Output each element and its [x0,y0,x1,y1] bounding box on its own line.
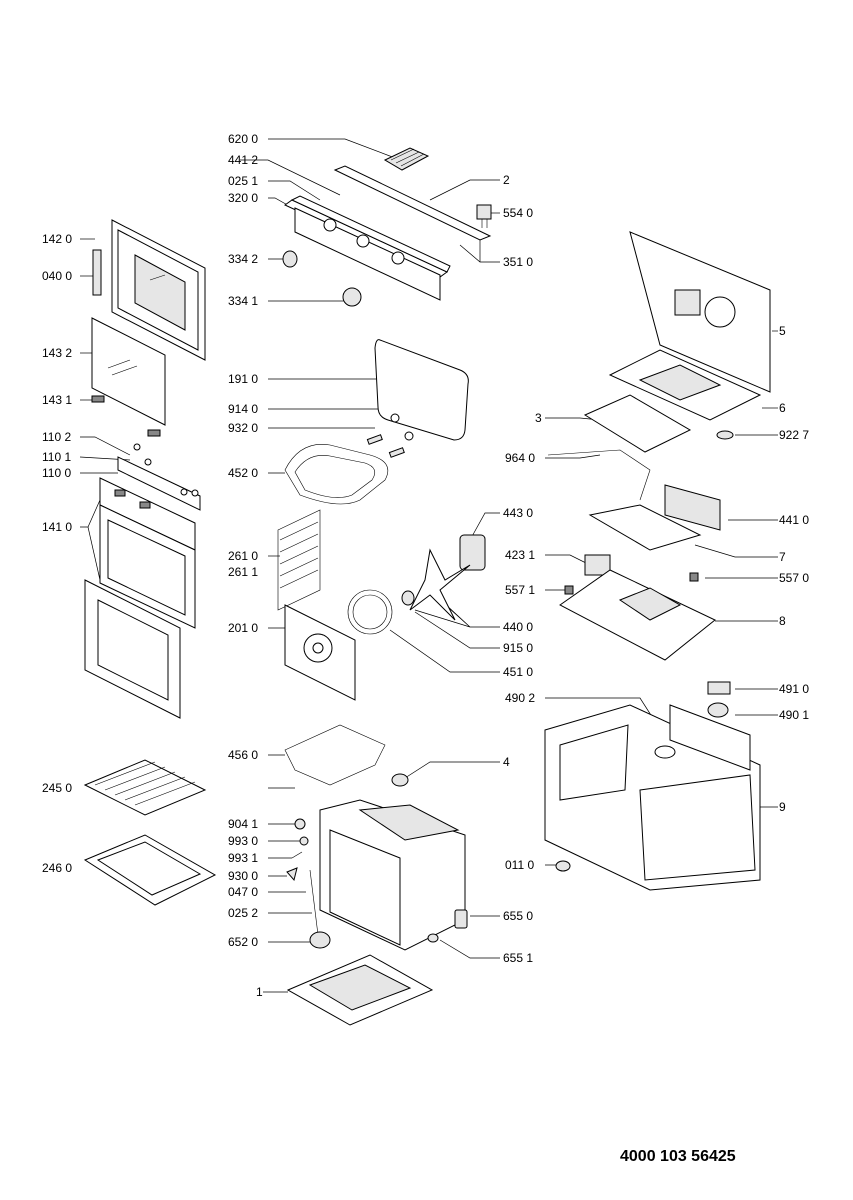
label-334-2: 334 2 [228,252,258,266]
label-993-1: 993 1 [228,851,258,865]
label-110-2: 110 2 [42,430,71,444]
label-201-0: 201 0 [228,621,258,635]
label-443-0: 443 0 [503,506,533,520]
label-025-1: 025 1 [228,174,258,188]
document-number: 4000 103 56425 [620,1148,736,1165]
label-452-0: 452 0 [228,466,258,480]
label-143-1: 143 1 [42,393,72,407]
label-456-0: 456 0 [228,748,258,762]
label-557-0: 557 0 [779,571,809,585]
label-142-0: 142 0 [42,232,72,246]
part-right-housing [547,231,771,661]
label-6: 6 [779,401,786,415]
label-922-7: 922 7 [779,428,809,442]
label-557-1: 557 1 [505,583,535,597]
label-040-0: 040 0 [42,269,72,283]
label-246-0: 246 0 [42,861,72,875]
label-110-1: 110 1 [42,450,71,464]
label-351-0: 351 0 [503,255,533,269]
label-320-0: 320 0 [228,191,258,205]
label-2: 2 [503,173,510,187]
label-932-0: 932 0 [228,421,258,435]
label-652-0: 652 0 [228,935,258,949]
label-7: 7 [779,550,786,564]
label-1: 1 [256,985,263,999]
label-423-1: 423 1 [505,548,535,562]
label-245-0: 245 0 [42,781,72,795]
label-141-0: 141 0 [42,520,72,534]
label-451-0: 451 0 [503,665,533,679]
part-oven-body [544,681,761,891]
label-904-1: 904 1 [228,817,258,831]
label-047-0: 047 0 [228,885,258,899]
label-9: 9 [779,800,786,814]
label-490-2: 490 2 [505,691,535,705]
label-4: 4 [503,755,510,769]
label-143-2: 143 2 [42,346,72,360]
label-441-0: 441 0 [779,513,809,527]
part-labels: 620 0 441 2 025 1 320 0 2 554 0 351 0 33… [42,132,809,999]
label-110-0: 110 0 [42,466,71,480]
label-5: 5 [779,324,786,338]
label-554-0: 554 0 [503,206,533,220]
part-racks-and-cavity [83,724,468,1026]
label-620-0: 620 0 [228,132,258,146]
label-8: 8 [779,614,786,628]
label-655-1: 655 1 [503,951,533,965]
label-441-2: 441 2 [228,153,258,167]
label-655-0: 655 0 [503,909,533,923]
part-door-assembly [84,219,206,719]
label-261-1: 261 1 [228,565,258,579]
label-915-0: 915 0 [503,641,533,655]
label-3: 3 [535,411,542,425]
label-191-0: 191 0 [228,372,258,386]
label-011-0: 011 0 [505,858,534,872]
label-491-0: 491 0 [779,682,809,696]
label-025-2: 025 2 [228,906,258,920]
label-914-0: 914 0 [228,402,258,416]
label-964-0: 964 0 [505,451,535,465]
label-930-0: 930 0 [228,869,258,883]
label-334-1: 334 1 [228,294,258,308]
label-490-1: 490 1 [779,708,809,722]
part-control-panel-assembly [282,147,492,307]
label-261-0: 261 0 [228,549,258,563]
label-440-0: 440 0 [503,620,533,634]
label-993-0: 993 0 [228,834,258,848]
part-oven-interior-components [277,339,486,701]
